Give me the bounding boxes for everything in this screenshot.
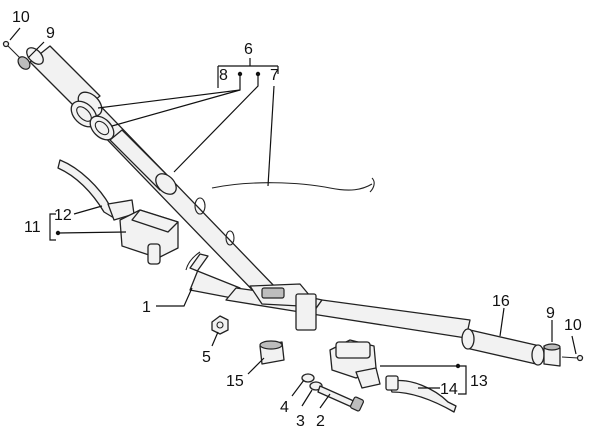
bar-end-right bbox=[543, 343, 584, 367]
callout-7: 7 bbox=[270, 67, 279, 84]
left-grip bbox=[26, 45, 103, 117]
bushing-15 bbox=[259, 340, 285, 365]
right-grip bbox=[461, 328, 545, 366]
callout-10-top: 10 bbox=[12, 9, 30, 26]
callout-8: 8 bbox=[219, 67, 228, 84]
nut-5 bbox=[211, 315, 229, 335]
callout-labels: 10 9 6 8 7 11 12 1 5 15 4 3 2 16 9 10 13… bbox=[12, 9, 582, 430]
callout-3: 3 bbox=[296, 413, 305, 430]
callout-12: 12 bbox=[54, 207, 72, 224]
callout-14: 14 bbox=[440, 381, 458, 398]
left-brake-lever bbox=[57, 159, 135, 221]
bolt-assembly bbox=[301, 373, 365, 412]
throttle-cable bbox=[211, 182, 373, 191]
callout-15: 15 bbox=[226, 373, 244, 390]
callout-4: 4 bbox=[280, 399, 289, 416]
callout-9-top: 9 bbox=[46, 25, 55, 42]
callout-6: 6 bbox=[244, 41, 253, 58]
right-brake-lever bbox=[385, 375, 457, 413]
right-master-cylinder bbox=[329, 339, 381, 389]
callout-11: 11 bbox=[24, 219, 41, 236]
callout-16: 16 bbox=[492, 293, 510, 310]
bar-end-left bbox=[2, 40, 31, 70]
leader-lines bbox=[9, 27, 577, 409]
throttle-tube bbox=[109, 129, 177, 195]
callout-9-right: 9 bbox=[546, 305, 555, 322]
callout-5: 5 bbox=[202, 349, 211, 366]
left-master-cylinder bbox=[119, 209, 179, 265]
handlebar-bracket bbox=[185, 251, 317, 331]
leader-dots bbox=[55, 71, 461, 369]
callout-1: 1 bbox=[142, 299, 151, 316]
callout-2: 2 bbox=[316, 413, 325, 430]
callout-10-right: 10 bbox=[564, 317, 582, 334]
callout-13: 13 bbox=[470, 373, 488, 390]
